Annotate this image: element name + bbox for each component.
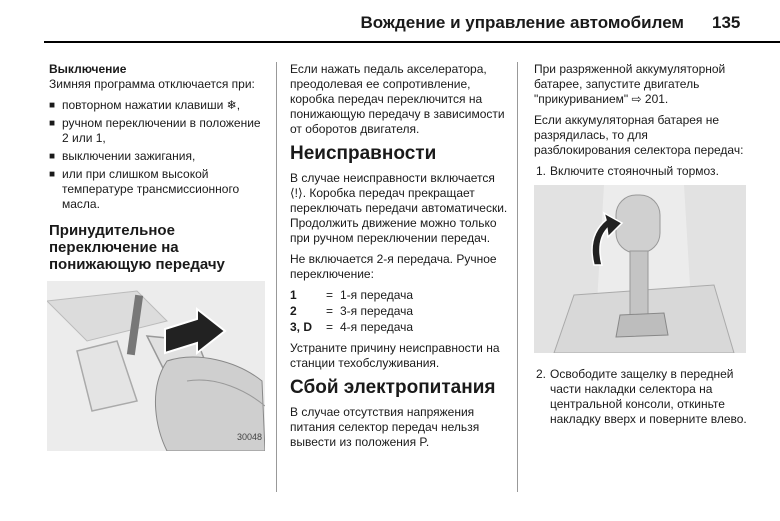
header-rule (44, 41, 780, 43)
paragraph: Если аккумуляторная батарея не разрядила… (534, 113, 744, 157)
gear-selector-image (534, 185, 746, 353)
section-heading: Сбой электропитания (290, 377, 496, 398)
column-2: Если нажать педаль акселератора, преодол… (290, 62, 508, 456)
section-subhead: Выключение (49, 62, 127, 76)
column-divider (517, 62, 518, 492)
column-divider (276, 62, 277, 492)
list-item: повторном нажатии клавиши ❄, (49, 98, 267, 113)
step-number: 1. (536, 164, 547, 178)
gear-row: 2 = 3-я передача (290, 304, 414, 318)
paragraph: Не включается 2-я передача. Ручное перек… (290, 252, 497, 281)
paragraph: Устраните причину неисправности на станц… (290, 341, 500, 370)
section-heading: Неисправности (290, 143, 437, 164)
paragraph: Если нажать педаль акселератора, преодол… (290, 62, 505, 136)
bullet-list: повторном нажатии клавиши ❄, ручном пере… (49, 98, 267, 212)
selector-illustration (534, 185, 746, 353)
paragraph: При разряженной аккумуляторной батарее, … (534, 62, 726, 106)
figure-number: 30048 (237, 432, 263, 442)
section-heading: Принудительное переключение на понижающу… (49, 222, 225, 273)
column-3: При разряженной аккумуляторной батарее, … (534, 62, 748, 431)
header-title: Вождение и управление автомобилем (360, 13, 684, 32)
step-number: 2. (536, 367, 547, 381)
list-item: 1. Включите стояночный тормоз. (534, 164, 748, 179)
list-item: выключении зажигания, (49, 149, 267, 164)
step-list: 1. Включите стояночный тормоз. (534, 164, 748, 179)
step-text: Освободите защелку в передней части накл… (550, 367, 747, 426)
kickdown-illustration: 30048 (47, 281, 265, 451)
pedal-foot-image (47, 281, 265, 451)
list-item: 2. Освободите защелку в передней части н… (534, 367, 748, 427)
column-1: Выключение Зимняя программа отключается … (47, 62, 267, 451)
gear-row: 1 = 1-я передача (290, 288, 414, 302)
paragraph: В случае неисправности включается ⟨!⟩. К… (290, 171, 508, 245)
gear-row: 3, D = 4-я передача (290, 320, 414, 334)
step-list: 2. Освободите защелку в передней части н… (534, 367, 748, 427)
list-item: ручном переключении в положение 2 или 1, (49, 116, 267, 146)
step-text: Включите стояночный тормоз. (550, 164, 719, 178)
paragraph: Зимняя программа отключается при: (49, 77, 255, 91)
paragraph: В случае отсутствия напряжения питания с… (290, 405, 480, 449)
page-number: 135 (712, 13, 741, 32)
gear-table: 1 = 1-я передача 2 = 3-я передача 3, D =… (290, 288, 508, 335)
list-item: или при слишком высокой температуре тран… (49, 167, 267, 212)
